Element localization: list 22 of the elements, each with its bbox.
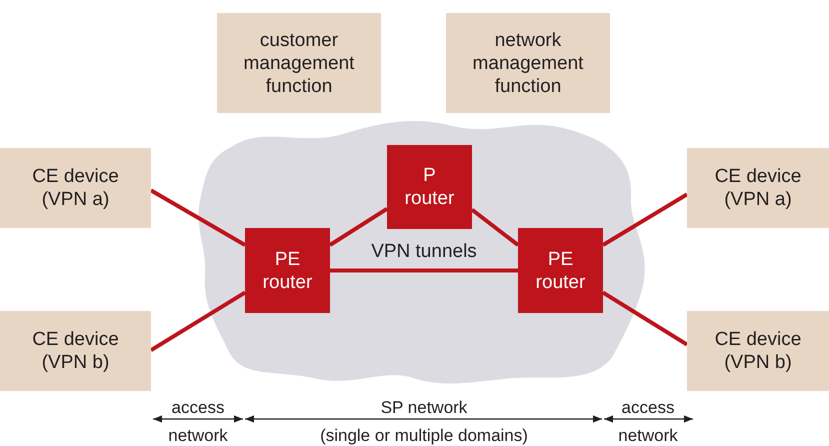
text-box: customer management function xyxy=(217,13,381,113)
device-box: CE device (VPN a) xyxy=(0,148,151,228)
dimension-label: (single or multiple domains) xyxy=(320,426,528,446)
connection-line xyxy=(328,207,388,247)
router-box: PE router xyxy=(518,228,603,313)
device-box: CE device (VPN a) xyxy=(687,148,829,228)
connection-line xyxy=(330,268,518,272)
connection-line xyxy=(150,290,246,352)
connection-line xyxy=(602,290,688,346)
dimension-label: access xyxy=(172,398,224,418)
device-box: CE device (VPN b) xyxy=(0,311,151,391)
device-box: CE device (VPN b) xyxy=(687,311,829,391)
connection-line xyxy=(470,208,520,247)
text-box: network management function xyxy=(446,13,610,113)
router-box: PE router xyxy=(245,228,330,313)
connection-line xyxy=(602,192,688,247)
dimension-label: network xyxy=(168,426,228,446)
connection-line xyxy=(150,188,246,247)
dimension-label: network xyxy=(618,426,678,446)
router-box: P router xyxy=(387,145,472,229)
dimension-label: SP network xyxy=(380,398,468,418)
dimension-label: access xyxy=(622,398,674,418)
